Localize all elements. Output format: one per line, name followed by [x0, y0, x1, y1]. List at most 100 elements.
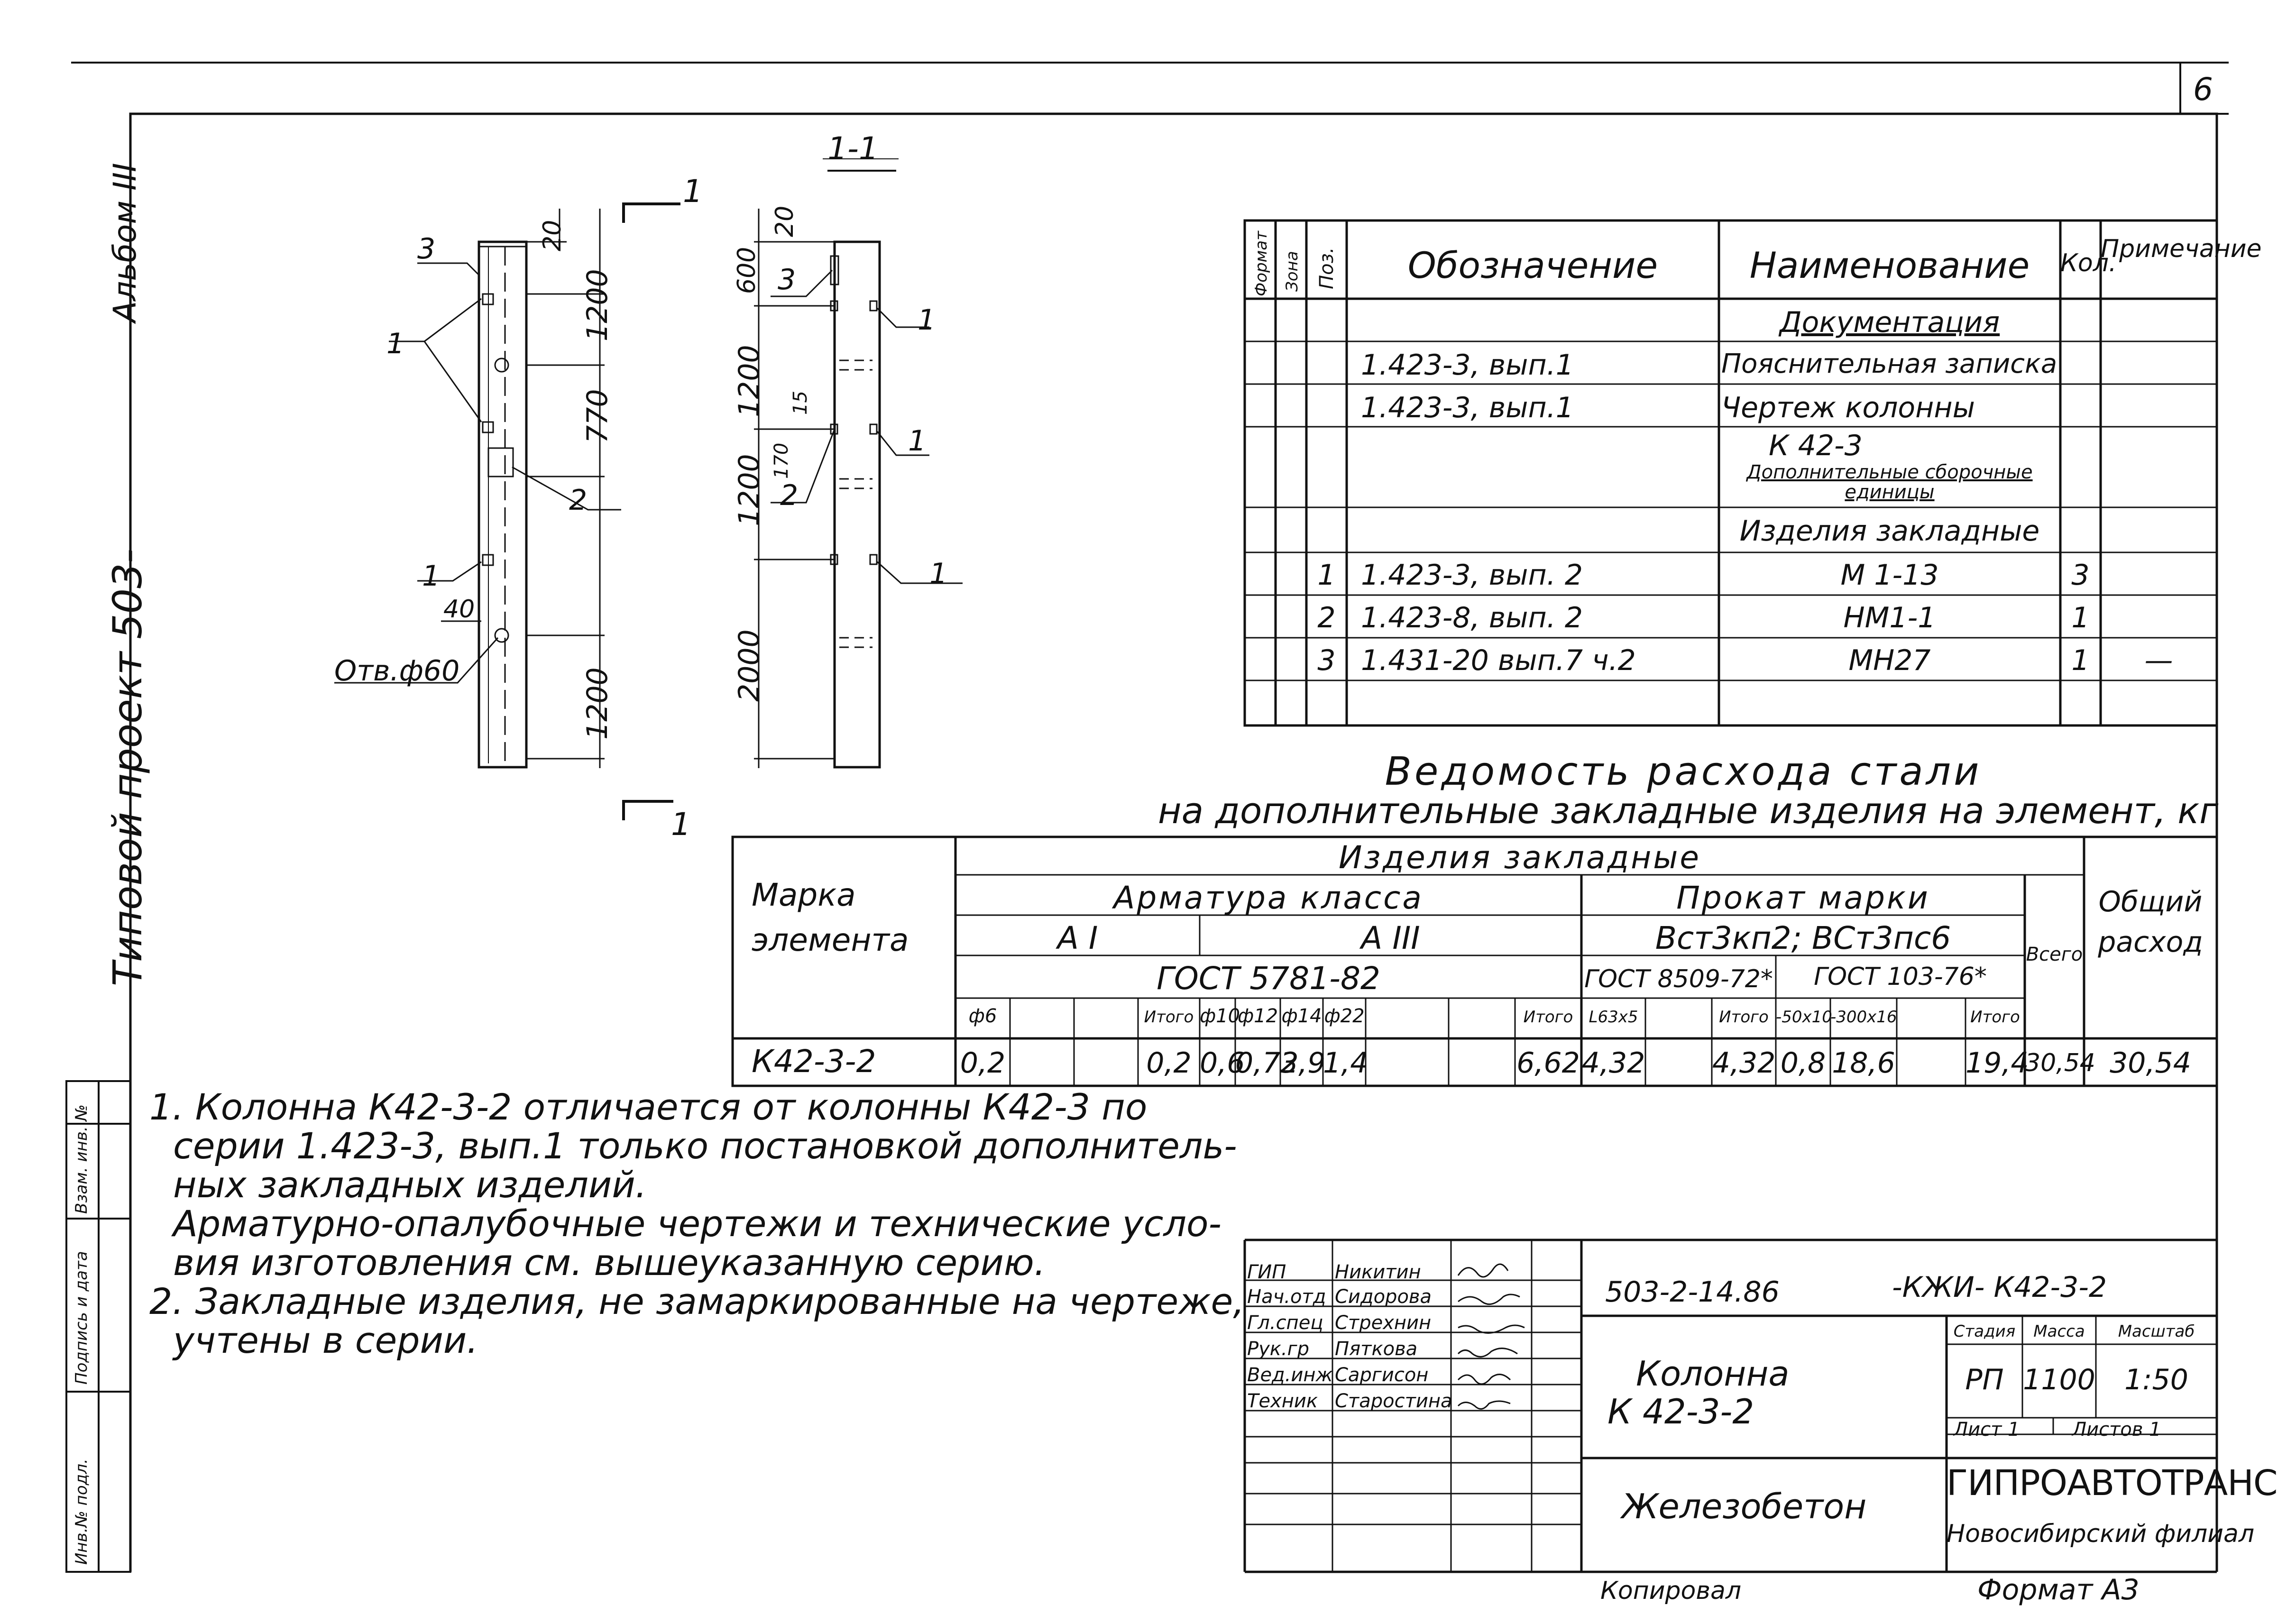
- mass-value: 1100: [2023, 1363, 2095, 1396]
- spec-header-name: Наименование: [1749, 244, 2030, 286]
- spec-section-embedded: Изделия закладные: [1739, 514, 2040, 548]
- callout-1: 1: [422, 560, 441, 593]
- note-line: 1. Колонна К42-3-2 отличается от колонны…: [149, 1086, 1148, 1128]
- steel-sub-f12: ф12: [1237, 1005, 1278, 1027]
- steel-sub-f14: ф14: [1281, 1005, 1322, 1027]
- steel-cell: 0,2: [1146, 1046, 1192, 1080]
- spec-designation: 1.423-8, вып. 2: [1361, 601, 1583, 634]
- steel-col-total: Общий расход: [2098, 885, 2203, 959]
- steel-sub-total: Итого: [1144, 1008, 1194, 1027]
- role-label: Техник: [1247, 1390, 1318, 1412]
- note-line: серии 1.423-3, вып.1 только постановкой …: [173, 1125, 1237, 1167]
- steel-cell: 6,62: [1516, 1046, 1580, 1080]
- person-name: Пяткова: [1335, 1338, 1418, 1360]
- steel-col-mark: Марка элемента: [752, 877, 909, 958]
- steel-col-all: Всего: [2026, 944, 2083, 965]
- spec-name: К 42-3: [1769, 429, 1863, 462]
- stage-label: Стадия: [1953, 1322, 2016, 1341]
- person-name: Никитин: [1335, 1261, 1421, 1283]
- steel-cell: 0,8: [1780, 1046, 1826, 1080]
- steel-subtitle: на дополнительные закладные изделия на э…: [1157, 789, 2219, 832]
- section-mark: 1: [683, 173, 703, 210]
- spec-name: Чертеж колонны: [1721, 391, 1975, 424]
- scale-label: Масштаб: [2118, 1322, 2195, 1341]
- spec-name: НМ1-1: [1843, 601, 1936, 634]
- steel-sub-total: Итого: [1719, 1008, 1769, 1027]
- steel-cell: 18,6: [1832, 1046, 1895, 1080]
- steel-col-rebar: Арматура класса: [1113, 880, 1424, 916]
- steel-rolled-grade: Вст3кп2; ВСт3пс6: [1655, 920, 1951, 956]
- callout-2: 2: [780, 479, 799, 512]
- steel-sub-total: Итого: [1523, 1008, 1573, 1027]
- person-name: Стрехнин: [1335, 1312, 1432, 1334]
- steel-title: Ведомость расхода стали: [1385, 749, 1982, 794]
- object-name: Колонна: [1636, 1354, 1790, 1394]
- org-name: ГИПРОАВТОТРАНС: [1947, 1463, 2278, 1504]
- callout-3: 3: [778, 263, 796, 296]
- role-label: Вед.инж: [1247, 1364, 1333, 1386]
- spec-designation: 1.431-20 вып.7 ч.2: [1361, 644, 1636, 677]
- material: Железобетон: [1622, 1486, 1867, 1526]
- spec-pos: 3: [1317, 644, 1336, 677]
- steel-sub-strip-300: -300х16: [1830, 1008, 1897, 1027]
- steel-cell: 1,4: [1323, 1046, 1368, 1080]
- note-line: вия изготовления см. вышеуказанную серию…: [173, 1241, 1046, 1284]
- spec-note: —: [2144, 644, 2173, 677]
- steel-cell: 19,4: [1965, 1046, 2029, 1080]
- steel-gost-rolled-1: ГОСТ 8509-72*: [1584, 965, 1773, 993]
- spec-designation: 1.423-3, вып. 2: [1361, 559, 1583, 592]
- role-label: Нач.отд: [1247, 1286, 1326, 1308]
- spec-qty: 1: [2071, 601, 2090, 634]
- note-line: учтены в серии.: [173, 1319, 478, 1361]
- spec-designation: 1.423-3, вып.1: [1361, 391, 1574, 424]
- steel-sub-f10: ф10: [1200, 1005, 1240, 1027]
- steel-cell: 4,32: [1712, 1046, 1776, 1080]
- callout-3: 3: [417, 232, 436, 266]
- section-title: 1-1: [827, 130, 879, 167]
- steel-sub-angle: L63х5: [1589, 1008, 1638, 1027]
- steel-cell-all: 30,54: [2025, 1049, 2095, 1077]
- steel-cell: 4,32: [1581, 1046, 1645, 1080]
- dim-40: 40: [443, 595, 475, 624]
- object-name: К 42-3-2: [1607, 1392, 1754, 1431]
- person-name: Саргисон: [1335, 1364, 1429, 1386]
- steel-cell: 0,2: [960, 1046, 1006, 1080]
- scale-value: 1:50: [2124, 1363, 2188, 1396]
- spec-pos: 2: [1317, 601, 1336, 634]
- role-label: ГИП: [1247, 1261, 1286, 1283]
- steel-class-a1: А I: [1057, 920, 1098, 956]
- steel-sub-f6: ф6: [968, 1005, 997, 1027]
- role-label: Рук.гр: [1247, 1338, 1310, 1360]
- steel-cell: 3,9: [1280, 1046, 1326, 1080]
- steel-cell-total: 30,54: [2110, 1046, 2191, 1080]
- steel-gost-rolled-2: ГОСТ 103-76*: [1814, 963, 1987, 991]
- steel-gost-rebar: ГОСТ 5781-82: [1157, 960, 1380, 997]
- callout-1: 1: [929, 557, 948, 590]
- person-name: Сидорова: [1335, 1286, 1432, 1308]
- title-code-suffix: -КЖИ- К42-3-2: [1892, 1271, 2107, 1304]
- mass-label: Масса: [2033, 1322, 2085, 1341]
- callout-1: 1: [908, 424, 927, 458]
- hole-label: Отв.ф60: [334, 654, 460, 688]
- callout-2: 2: [569, 484, 588, 517]
- steel-col-rolled: Прокат марки: [1676, 880, 1930, 916]
- spec-pos: 1: [1317, 559, 1336, 592]
- sheet-number: 6: [2193, 71, 2213, 108]
- spec-header-designation: Обозначение: [1407, 244, 1658, 286]
- sheets-label: Листов 1: [2072, 1419, 2161, 1440]
- callout-1: 1: [918, 303, 936, 337]
- person-name: Старостина: [1335, 1390, 1452, 1412]
- sheet-label: Лист 1: [1954, 1419, 2020, 1440]
- steel-class-a3: А III: [1361, 920, 1420, 956]
- spec-name: МН27: [1848, 644, 1931, 677]
- spec-name: Пояснительная записка: [1721, 349, 2057, 379]
- steel-row-mark: К42-3-2: [752, 1043, 876, 1080]
- stage-value: РП: [1965, 1363, 2004, 1396]
- steel-sub-strip-50: -50х10: [1776, 1008, 1832, 1027]
- spec-designation: 1.423-3, вып.1: [1361, 349, 1574, 382]
- spec-section-documentation: Документация: [1779, 306, 2000, 339]
- spec-name: М 1-13: [1840, 559, 1939, 592]
- note-line: 2. Закладные изделия, не замаркированные…: [149, 1280, 1245, 1322]
